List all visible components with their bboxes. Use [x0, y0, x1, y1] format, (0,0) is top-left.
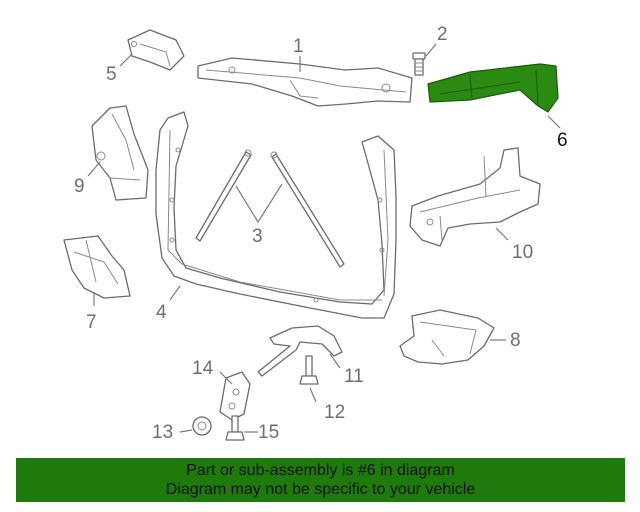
part-10-frame-bracket[interactable]	[409, 147, 541, 247]
leader-5	[119, 53, 133, 67]
part-3-support-rods[interactable]	[195, 149, 345, 268]
leader-10	[495, 227, 509, 241]
part-7-bracket[interactable]	[63, 235, 131, 299]
callout-1: 1	[293, 36, 304, 57]
leader-14	[219, 371, 233, 385]
notice-line-2: Diagram may not be specific to your vehi…	[165, 481, 476, 498]
part-11-rod[interactable]	[257, 325, 343, 377]
leader-9	[87, 161, 101, 177]
diagram-notice-banner: Part or sub-assembly is #6 in diagram Di…	[16, 458, 625, 502]
part-14-bracket[interactable]	[219, 371, 251, 421]
part-1-upper-crossmember[interactable]	[197, 57, 413, 107]
leader-11	[329, 353, 341, 369]
callout-11: 11	[344, 366, 364, 387]
leader-12	[309, 387, 317, 403]
part-15-bolt[interactable]	[225, 415, 245, 441]
callout-13: 13	[152, 422, 173, 443]
part-12-bolt[interactable]	[299, 355, 319, 385]
leader-4	[169, 285, 181, 301]
part-4-radiator-support-frame[interactable]	[155, 111, 397, 319]
part-8-bracket[interactable]	[399, 309, 495, 365]
leader-3	[235, 183, 283, 224]
part-6-bracket-highlighted[interactable]	[427, 63, 559, 113]
part-9-bracket[interactable]	[91, 105, 149, 201]
callout-2: 2	[437, 24, 448, 45]
callout-4: 4	[156, 302, 167, 323]
part-13-grommet[interactable]	[192, 416, 212, 436]
leader-6	[547, 115, 561, 129]
callout-15: 15	[258, 422, 279, 443]
leader-2	[425, 43, 437, 57]
part-2-bolt[interactable]	[412, 52, 426, 76]
callout-3: 3	[252, 226, 263, 247]
callout-10: 10	[512, 242, 533, 263]
callout-8: 8	[510, 330, 521, 351]
leader-13	[179, 429, 193, 433]
callout-14: 14	[192, 358, 214, 379]
exploded-parts-diagram: 1 2 6 5 9 7 4	[63, 24, 568, 443]
part-5-bracket[interactable]	[127, 29, 185, 71]
callout-6: 6	[557, 130, 568, 151]
callout-9: 9	[74, 176, 85, 197]
callout-7: 7	[86, 312, 97, 333]
callout-12: 12	[324, 402, 345, 423]
notice-line-1: Part or sub-assembly is #6 in diagram	[186, 462, 455, 479]
callout-5: 5	[106, 64, 117, 85]
